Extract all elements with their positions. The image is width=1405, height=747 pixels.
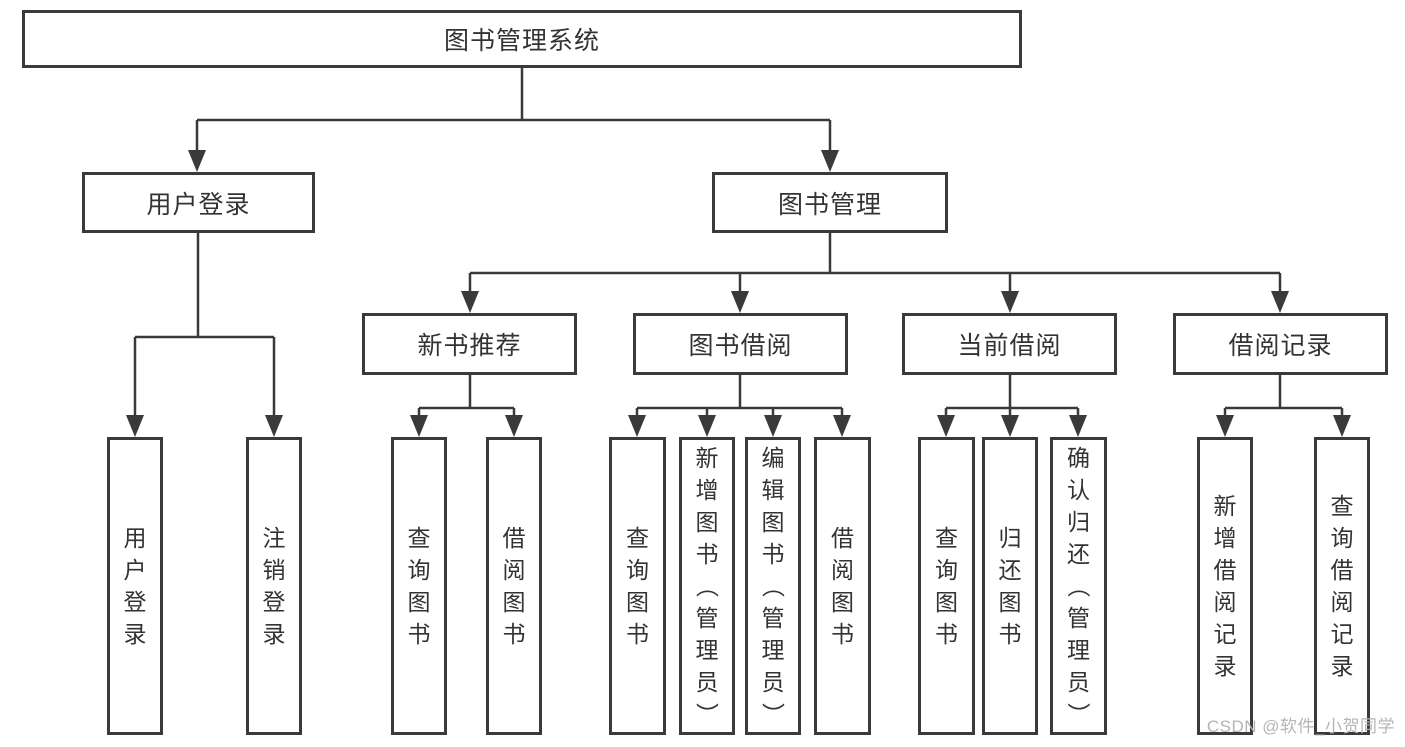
leaf-edit-book-admin: 编辑图书（管理员）	[745, 437, 801, 735]
node-new-book-recommendation: 新书推荐	[362, 313, 577, 375]
node-current-borrowing: 当前借阅	[902, 313, 1117, 375]
csdn-watermark: CSDN @软件_小贺同学	[1206, 717, 1395, 736]
node-book-management: 图书管理	[712, 172, 948, 233]
leaf-query-books-current: 查询图书	[918, 437, 975, 735]
leaf-query-borrow-record: 查询借阅记录	[1314, 437, 1370, 735]
node-library-management-system: 图书管理系统	[22, 10, 1022, 68]
leaf-logout: 注销登录	[246, 437, 302, 735]
leaf-borrow-books-recommend: 借阅图书	[486, 437, 542, 735]
leaf-query-books-borrowing: 查询图书	[609, 437, 666, 735]
node-user-login: 用户登录	[82, 172, 315, 233]
leaf-user-login: 用户登录	[107, 437, 163, 735]
leaf-confirm-return-admin: 确认归还（管理员）	[1050, 437, 1107, 735]
leaf-return-book: 归还图书	[982, 437, 1038, 735]
node-borrowing-records: 借阅记录	[1173, 313, 1388, 375]
leaf-add-book-admin: 新增图书（管理员）	[679, 437, 735, 735]
leaf-query-books-recommend: 查询图书	[391, 437, 447, 735]
node-book-borrowing: 图书借阅	[633, 313, 848, 375]
leaf-borrow-books-borrowing: 借阅图书	[814, 437, 871, 735]
leaf-add-borrow-record: 新增借阅记录	[1197, 437, 1253, 735]
